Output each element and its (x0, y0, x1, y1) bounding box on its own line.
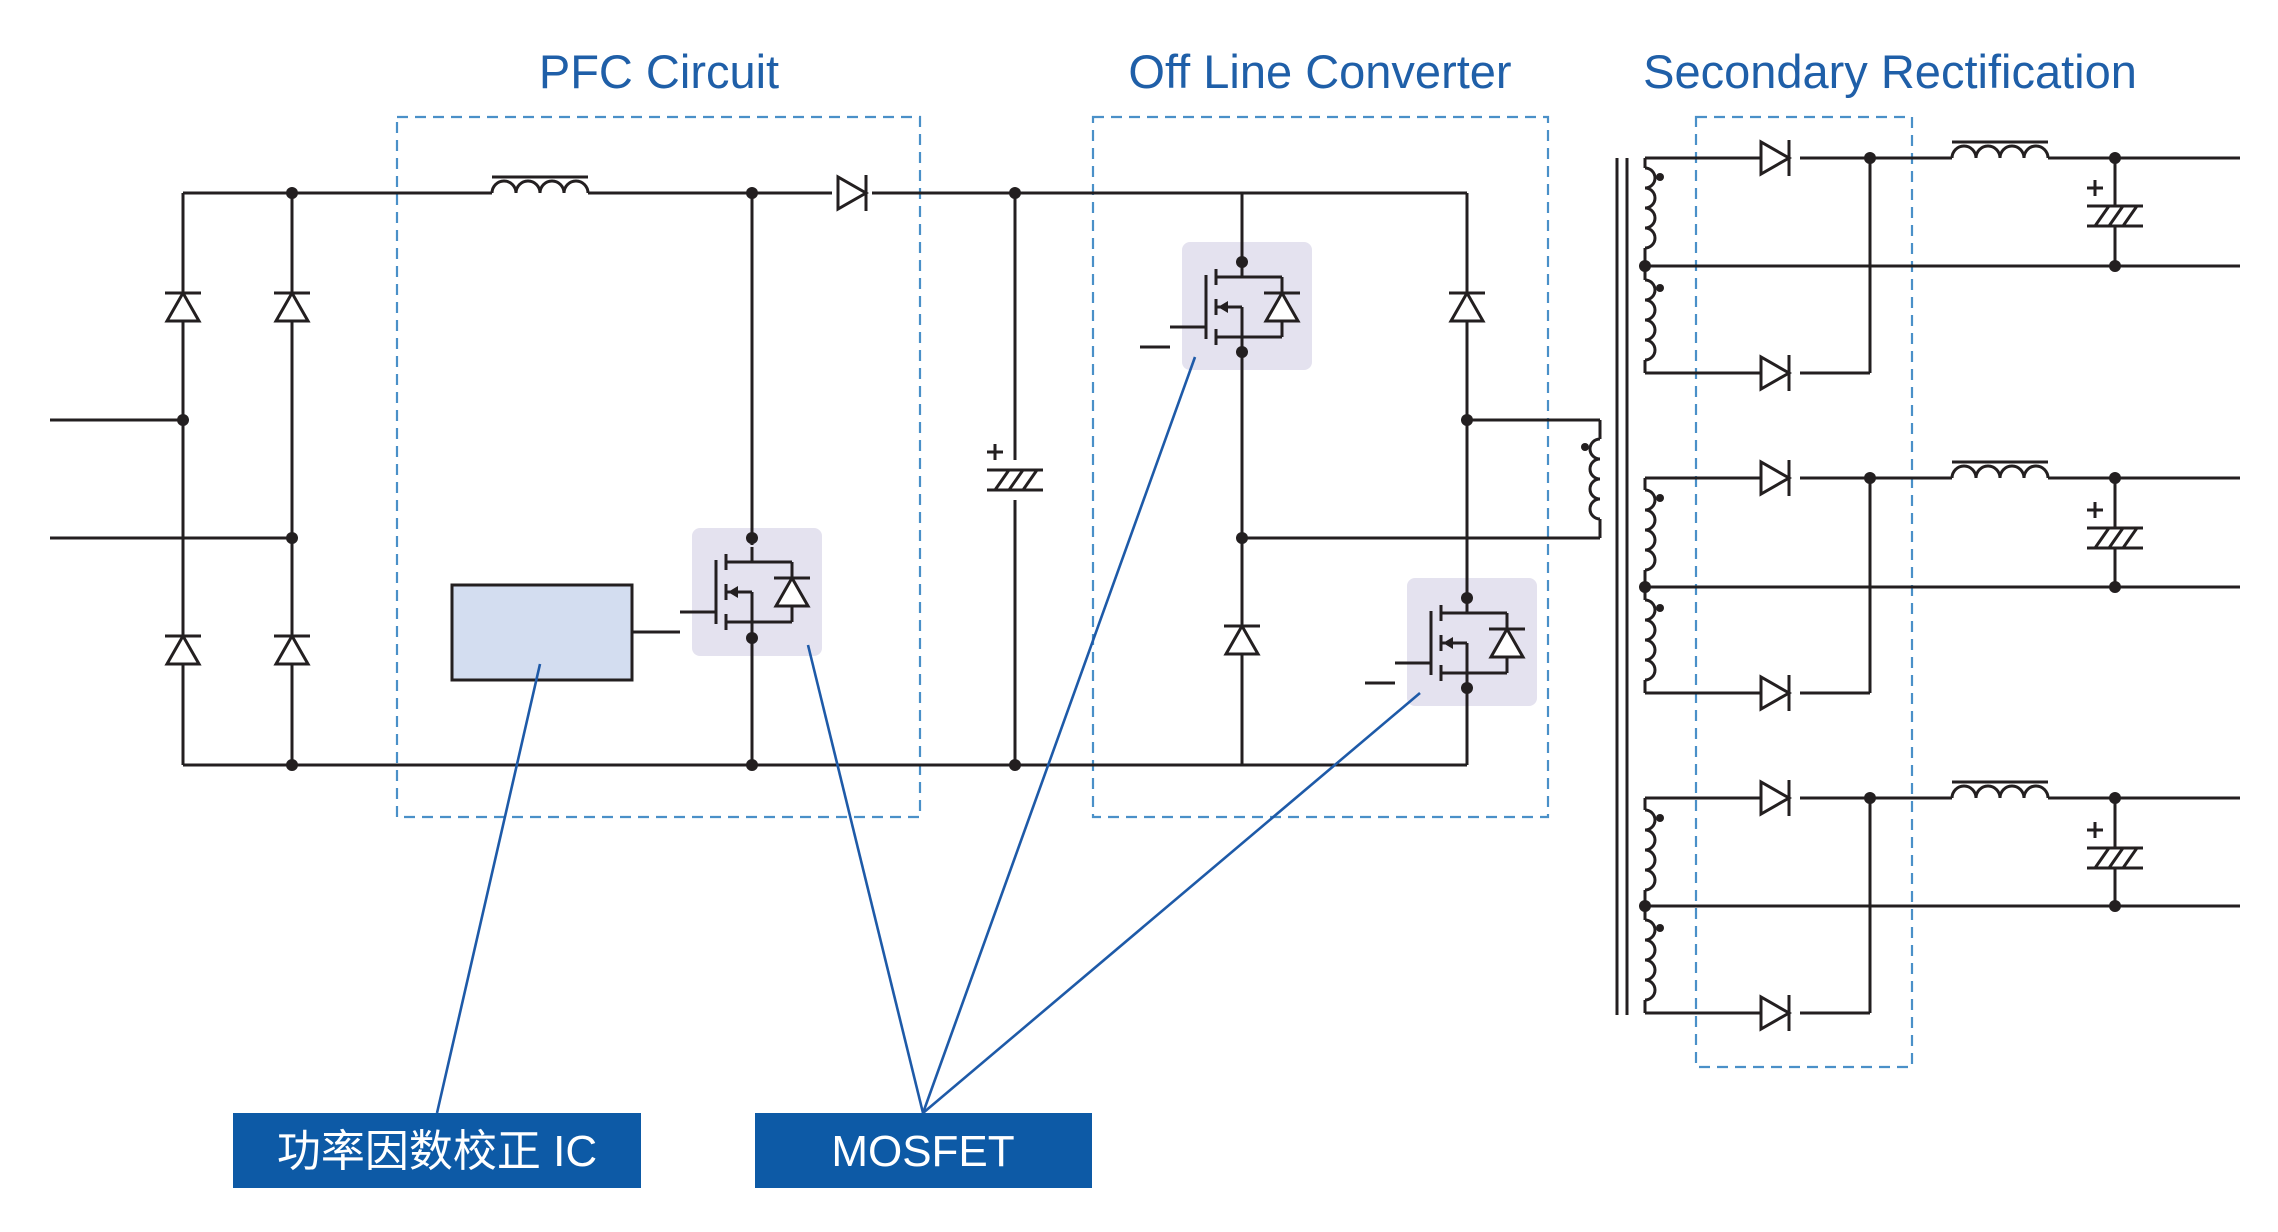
pfc-circuit-box (395, 115, 922, 819)
primary-winding (1588, 437, 1602, 521)
pfc-ic-pointer (435, 663, 542, 1114)
offline-diode-left (1222, 624, 1262, 656)
pfc-ic-tag-label: 功率因数校正 IC (277, 1127, 597, 1176)
mosfet-pointer-bottom (922, 692, 1421, 1114)
secondary-stage-3 (1639, 778, 2240, 1033)
mosfet-pointer-top (921, 356, 1197, 1114)
bridge-rectifier (50, 187, 312, 771)
secondary-rectification-box (1694, 115, 1914, 1069)
pfc-ic-block (450, 583, 634, 682)
secondary-stage-1 (1639, 138, 2240, 393)
mosfet-tag: MOSFET (755, 1113, 1092, 1188)
offline-diode-right (1447, 291, 1487, 323)
pfc-ic-tag: 功率因数校正 IC (233, 1113, 641, 1188)
offline-converter-box (1091, 115, 1550, 819)
mosfet-tag-label: MOSFET (831, 1127, 1014, 1176)
secondary-stage-2 (1639, 458, 2240, 713)
pfc-diode (832, 173, 872, 213)
mosfet-pointer-pfc (806, 644, 925, 1114)
pfc-inductor (490, 175, 590, 195)
pfc-circuit-title: PFC Circuit (539, 45, 779, 98)
secondary-rectification-title: Secondary Rectification (1643, 45, 2137, 98)
offline-converter-title: Off Line Converter (1128, 45, 1511, 98)
